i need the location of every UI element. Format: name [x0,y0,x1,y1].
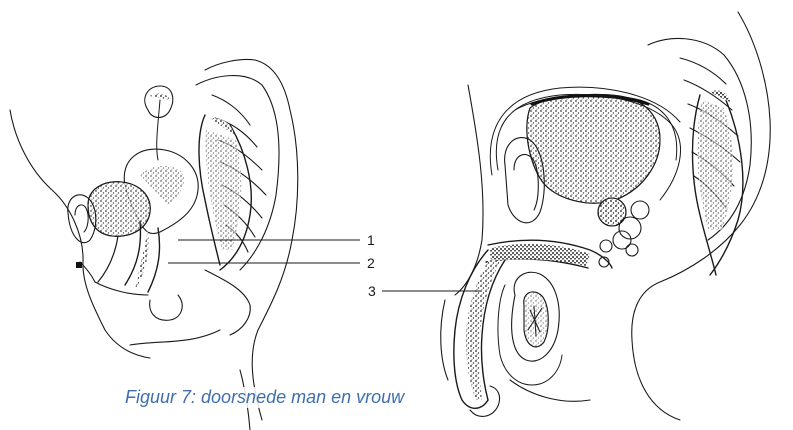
label-2-group: 2 [168,255,375,271]
label-1-group: 1 [178,232,375,248]
label-2: 2 [367,255,375,271]
label-3-group: 3 [368,283,480,299]
female-section-drawing [10,59,298,430]
label-1: 1 [367,232,375,248]
male-section-drawing [441,12,770,420]
label-3: 3 [368,283,376,299]
figure-caption: Figuur 7: doorsnede man en vrouw [123,387,406,408]
